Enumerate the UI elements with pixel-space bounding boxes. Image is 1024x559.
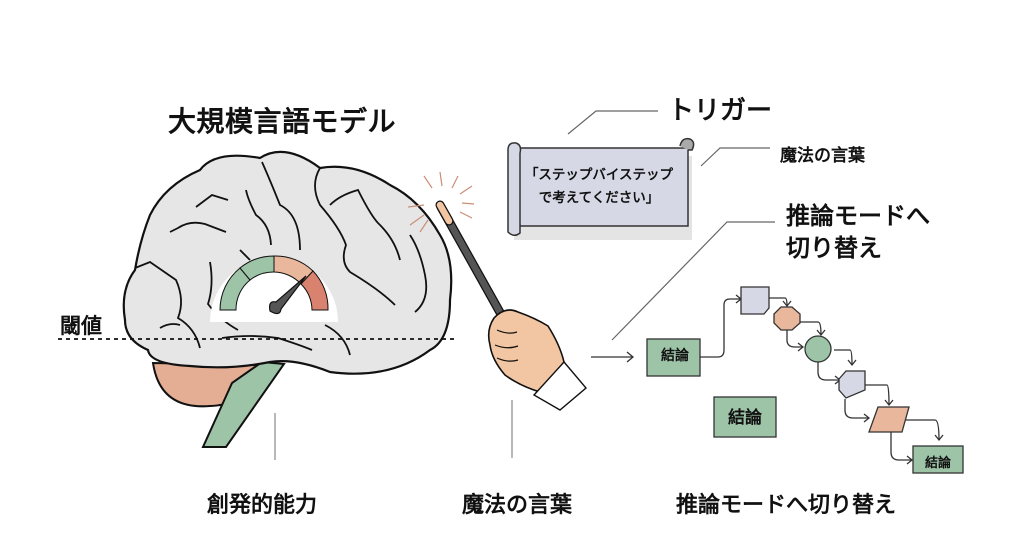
gauge-needle xyxy=(269,275,307,315)
flow-node-pentagon xyxy=(838,370,866,399)
label-magic-word: 魔法の言葉 xyxy=(780,146,865,166)
flow-middle-label: 結論 xyxy=(728,408,762,428)
flow-start-label: 結論 xyxy=(661,348,689,364)
brain-folds xyxy=(134,161,428,356)
scroll-text: 「ステップバイステップ で考えてください」 xyxy=(516,164,682,210)
title-trigger: トリガー xyxy=(668,96,773,126)
caption-switch-mode: 推論モードへ切り替え xyxy=(676,493,897,518)
title-llm: 大規模言語モデル xyxy=(168,105,397,138)
label-threshold: 閾値 xyxy=(60,314,102,338)
leader-magic-small xyxy=(700,147,770,167)
flow-start-box xyxy=(646,338,701,377)
caption-emergent: 創発的能力 xyxy=(207,493,318,518)
label-switch-line2: 切り替え xyxy=(786,234,882,262)
flow-node-circle xyxy=(804,335,832,363)
flow-end-label: 結論 xyxy=(924,456,951,471)
flowchart xyxy=(591,297,940,461)
flow-middle-box xyxy=(713,396,777,438)
gauge-segment-high xyxy=(300,270,329,311)
hand-icon xyxy=(487,309,587,411)
threshold-gauge xyxy=(210,255,338,322)
flow-node-octagon xyxy=(773,306,801,331)
magic-wand-icon xyxy=(435,200,507,321)
scroll-line-2: で考えてください」 xyxy=(538,190,660,206)
scroll-banner xyxy=(507,137,695,240)
sparkle-icon xyxy=(407,171,475,233)
caption-magic-word: 魔法の言葉 xyxy=(462,493,573,518)
flow-node-document xyxy=(740,286,770,315)
label-switch-line1: 推論モードへ xyxy=(786,202,930,230)
brain-stem xyxy=(201,360,286,448)
label-switch-mode: 推論モードへ 切り替え xyxy=(786,200,930,264)
leader-switch xyxy=(611,221,775,341)
leader-trigger xyxy=(567,110,658,135)
flow-end-box xyxy=(912,445,964,474)
scroll-line-1: 「ステップバイステップ xyxy=(524,167,674,183)
flow-node-parallelogram xyxy=(868,406,910,433)
